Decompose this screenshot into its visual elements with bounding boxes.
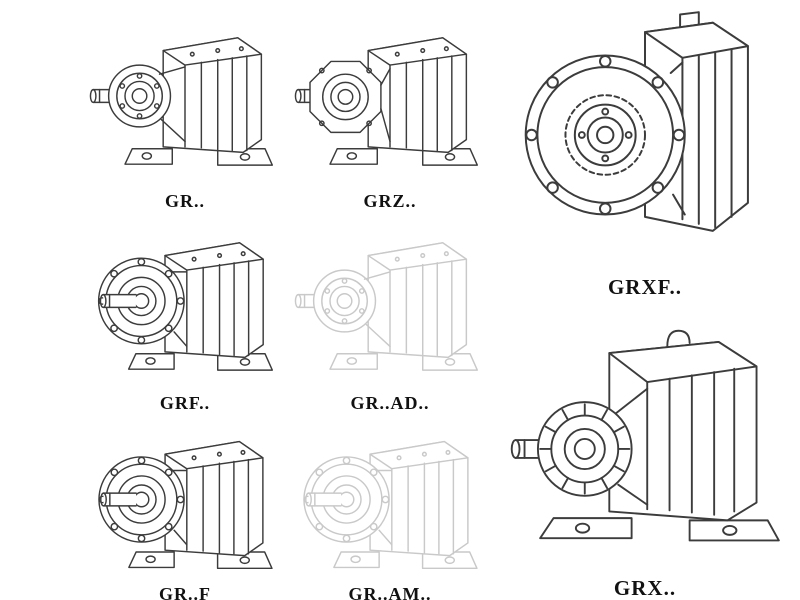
gearbox-drawing-grx — [500, 305, 790, 574]
gearbox-drawing-gr-am — [290, 418, 490, 581]
product-figure-grx: GRX.. — [500, 305, 790, 599]
product-figure-gr-am: GR..AM.. — [290, 418, 490, 600]
figure-label-gr-am: GR..AM.. — [348, 584, 432, 600]
figure-label-gr-f: GR..F — [159, 584, 211, 600]
product-figure-gr: GR.. — [85, 4, 285, 210]
product-figure-grxf: GRXF.. — [500, 4, 790, 298]
gearbox-drawing-gr — [85, 4, 285, 188]
gearbox-drawing-gr-f — [85, 418, 285, 581]
figure-label-grxf: GRXF.. — [607, 275, 683, 299]
figure-label-gr: GR.. — [165, 191, 205, 211]
figure-label-grz: GRZ.. — [363, 191, 417, 211]
gearbox-drawing-gr-ad — [290, 212, 490, 390]
gearbox-drawing-grf — [85, 212, 285, 390]
gearbox-drawing-grz — [290, 4, 490, 188]
figure-label-grx: GRX.. — [613, 576, 677, 600]
figure-label-gr-ad: GR..AD.. — [350, 393, 430, 413]
product-figure-grz: GRZ.. — [290, 4, 490, 210]
product-figure-grf: GRF.. — [85, 212, 285, 412]
gearbox-drawing-grxf — [500, 4, 790, 273]
product-figure-gr-ad: GR..AD.. — [290, 212, 490, 412]
product-figure-gr-f: GR..F — [85, 418, 285, 600]
figure-label-grf: GRF.. — [159, 393, 211, 413]
